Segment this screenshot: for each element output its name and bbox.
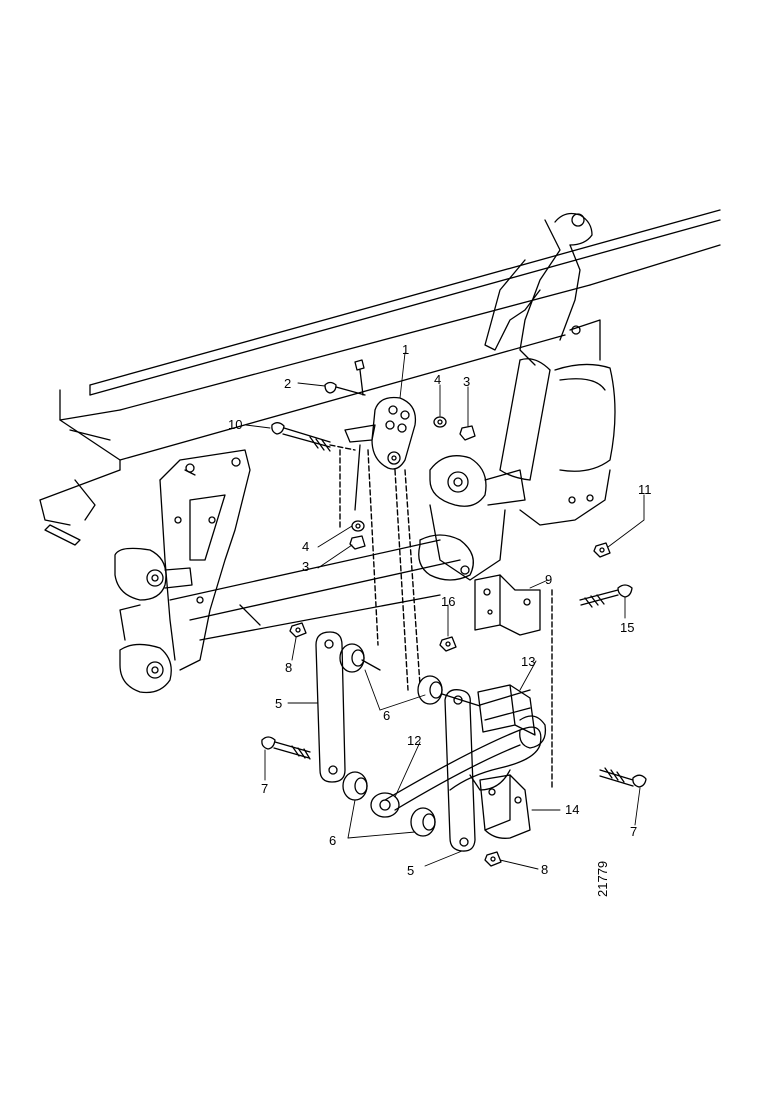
link-strap-left	[316, 632, 345, 782]
bolt-part-15	[580, 585, 632, 607]
callout-part-16: 16	[441, 594, 456, 609]
left-spring-hanger	[115, 450, 250, 693]
callout-part-3-upper: 3	[463, 374, 471, 389]
bushings-part-6	[340, 644, 480, 836]
bracket-plate	[345, 398, 415, 511]
callout-part-7-left: 7	[261, 781, 269, 796]
link-strap-right	[445, 690, 475, 851]
callout-part-10: 10	[228, 417, 243, 432]
callout-part-8-upper: 8	[285, 660, 293, 675]
bracket-part-14	[480, 775, 530, 838]
clamp-block-part-13	[478, 685, 545, 748]
callout-part-12: 12	[407, 733, 422, 748]
stabilizer-bar-part-12	[371, 690, 541, 817]
bolt-part-7-left	[262, 737, 310, 759]
callout-part-15: 15	[620, 620, 635, 635]
callout-part-4-upper: 4	[434, 372, 442, 387]
callout-part-13: 13	[521, 654, 536, 669]
callout-part-6-upper: 6	[383, 708, 391, 723]
figure-number: 21779	[595, 860, 610, 897]
callout-part-3-lower: 3	[302, 559, 310, 574]
bolt-part-10	[272, 423, 330, 451]
air-bellows	[520, 320, 615, 525]
callout-part-4-lower: 4	[302, 539, 310, 554]
callout-part-6-lower: 6	[329, 833, 337, 848]
nut-part-11	[594, 543, 610, 557]
nut-part-8-lower	[485, 852, 501, 866]
callout-part-9: 9	[545, 572, 553, 587]
nut-washer-upper	[434, 417, 475, 440]
right-axle-casting	[419, 456, 525, 580]
leader-lines	[246, 353, 644, 869]
callout-part-7-right: 7	[630, 824, 638, 839]
callout-part-14: 14	[565, 802, 580, 817]
callout-part-2: 2	[284, 376, 292, 391]
callout-part-5-upper: 5	[275, 696, 283, 711]
nut-part-8-upper	[290, 623, 306, 637]
assembly-guide-lines	[330, 445, 552, 790]
nut-part-16	[440, 637, 456, 651]
bolt-part-7-right	[600, 768, 646, 787]
bolts-part-2	[325, 360, 365, 395]
bracket-part-9	[475, 575, 540, 635]
callout-part-8-lower: 8	[541, 862, 549, 877]
shock-absorber	[485, 214, 592, 480]
callout-part-1: 1	[402, 342, 410, 357]
frame-rail	[40, 210, 720, 545]
callout-part-5-lower: 5	[407, 863, 415, 878]
lower-cross-member	[170, 540, 460, 640]
callout-part-11: 11	[638, 482, 652, 497]
